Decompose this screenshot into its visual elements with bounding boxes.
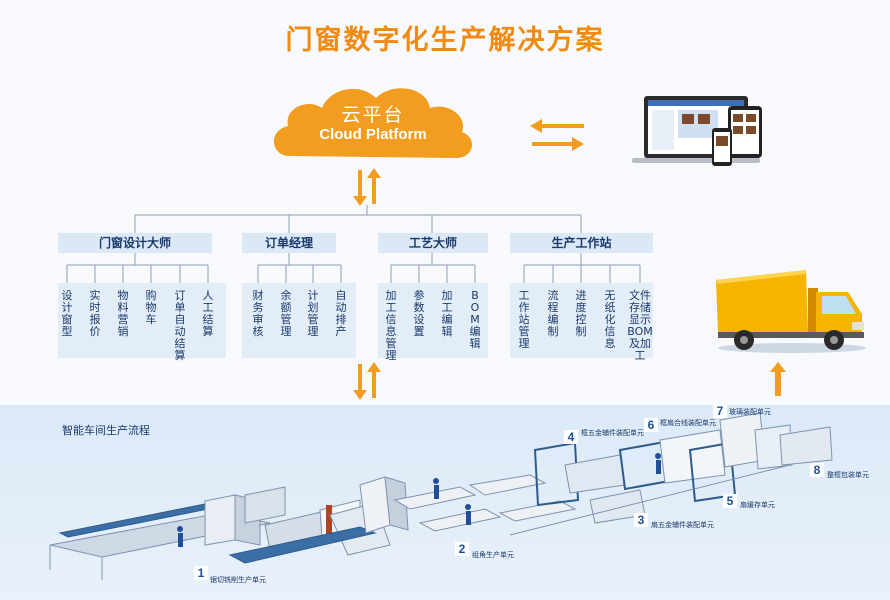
unit-number: 7 xyxy=(713,404,727,418)
workshop-title: 智能车间生产流程 xyxy=(62,424,150,437)
module-item: 实时报价 xyxy=(89,289,101,338)
unit-number: 8 xyxy=(810,463,824,477)
module-item: 财务审核 xyxy=(252,289,264,338)
cloud-platform: 云平台 Cloud Platform xyxy=(268,78,478,168)
cloud-title-en: Cloud Platform xyxy=(319,126,427,143)
unit-label: 扇缓存单元 xyxy=(740,501,775,509)
module-body-process-master xyxy=(378,283,488,358)
unit-number: 5 xyxy=(723,494,737,508)
module-item: 余额管理 xyxy=(280,289,292,338)
module-item: 自动排产 xyxy=(335,289,347,338)
devices-illustration xyxy=(632,96,762,166)
updown-arrows-top-icon xyxy=(353,168,381,206)
module-item: 流程编制 xyxy=(547,289,559,338)
unit-label: 扇五金辅件装配单元 xyxy=(651,521,714,529)
module-item: 参数设置 xyxy=(413,289,425,338)
module-item: 物料营销 xyxy=(117,289,129,338)
module-item: 加工信息管理 xyxy=(385,289,397,362)
module-item: 文件存储显示BOM及加工 xyxy=(627,289,653,362)
page-title: 门窗数字化生产解决方案 xyxy=(285,25,605,56)
module-item: 进度控制 xyxy=(575,289,587,338)
arrow-up-icon xyxy=(770,362,786,396)
module-item: 加工编辑 xyxy=(441,289,453,338)
module-item: 购物车 xyxy=(145,289,157,326)
module-header-design-master: 门窗设计大师 xyxy=(58,233,212,253)
module-body-production-station xyxy=(510,283,653,358)
module-header-process-master: 工艺大师 xyxy=(378,233,488,253)
unit-number: 1 xyxy=(194,566,208,580)
module-item: 订单自动结算 xyxy=(174,289,186,362)
production-line-illustration xyxy=(49,412,833,580)
cloud-title-zh: 云平台 xyxy=(341,104,405,126)
unit-label: 锯切铣削生产单元 xyxy=(210,576,266,584)
module-item: 工作站管理 xyxy=(518,289,530,350)
unit-label: 框五金辅件装配单元 xyxy=(581,429,644,437)
module-body-design-master xyxy=(58,283,226,358)
updown-arrows-bottom-icon xyxy=(353,362,381,400)
unit-label: 整框包装单元 xyxy=(827,471,869,479)
unit-label: 框扇合线装配单元 xyxy=(660,419,716,427)
module-item: 无纸化信息 xyxy=(604,289,616,350)
module-header-production-station: 生产工作站 xyxy=(510,233,653,253)
module-header-order-manager: 订单经理 xyxy=(242,233,336,253)
cloud-icon xyxy=(273,88,473,158)
delivery-truck-illustration xyxy=(716,270,866,353)
module-body-order-manager xyxy=(242,283,356,358)
module-item: 人工结算 xyxy=(202,289,214,338)
module-item: BOM编辑 xyxy=(469,289,481,350)
unit-label: 组角生产单元 xyxy=(472,551,514,559)
unit-number: 4 xyxy=(564,430,578,444)
module-item: 计划管理 xyxy=(307,289,319,338)
unit-number: 3 xyxy=(634,513,648,527)
sync-arrows-icon xyxy=(530,119,584,151)
module-item: 设计窗型 xyxy=(61,289,73,338)
unit-label: 玻璃装配单元 xyxy=(729,408,771,416)
unit-number: 2 xyxy=(455,542,469,556)
unit-number: 6 xyxy=(644,418,658,432)
tree-connectors xyxy=(66,205,641,283)
